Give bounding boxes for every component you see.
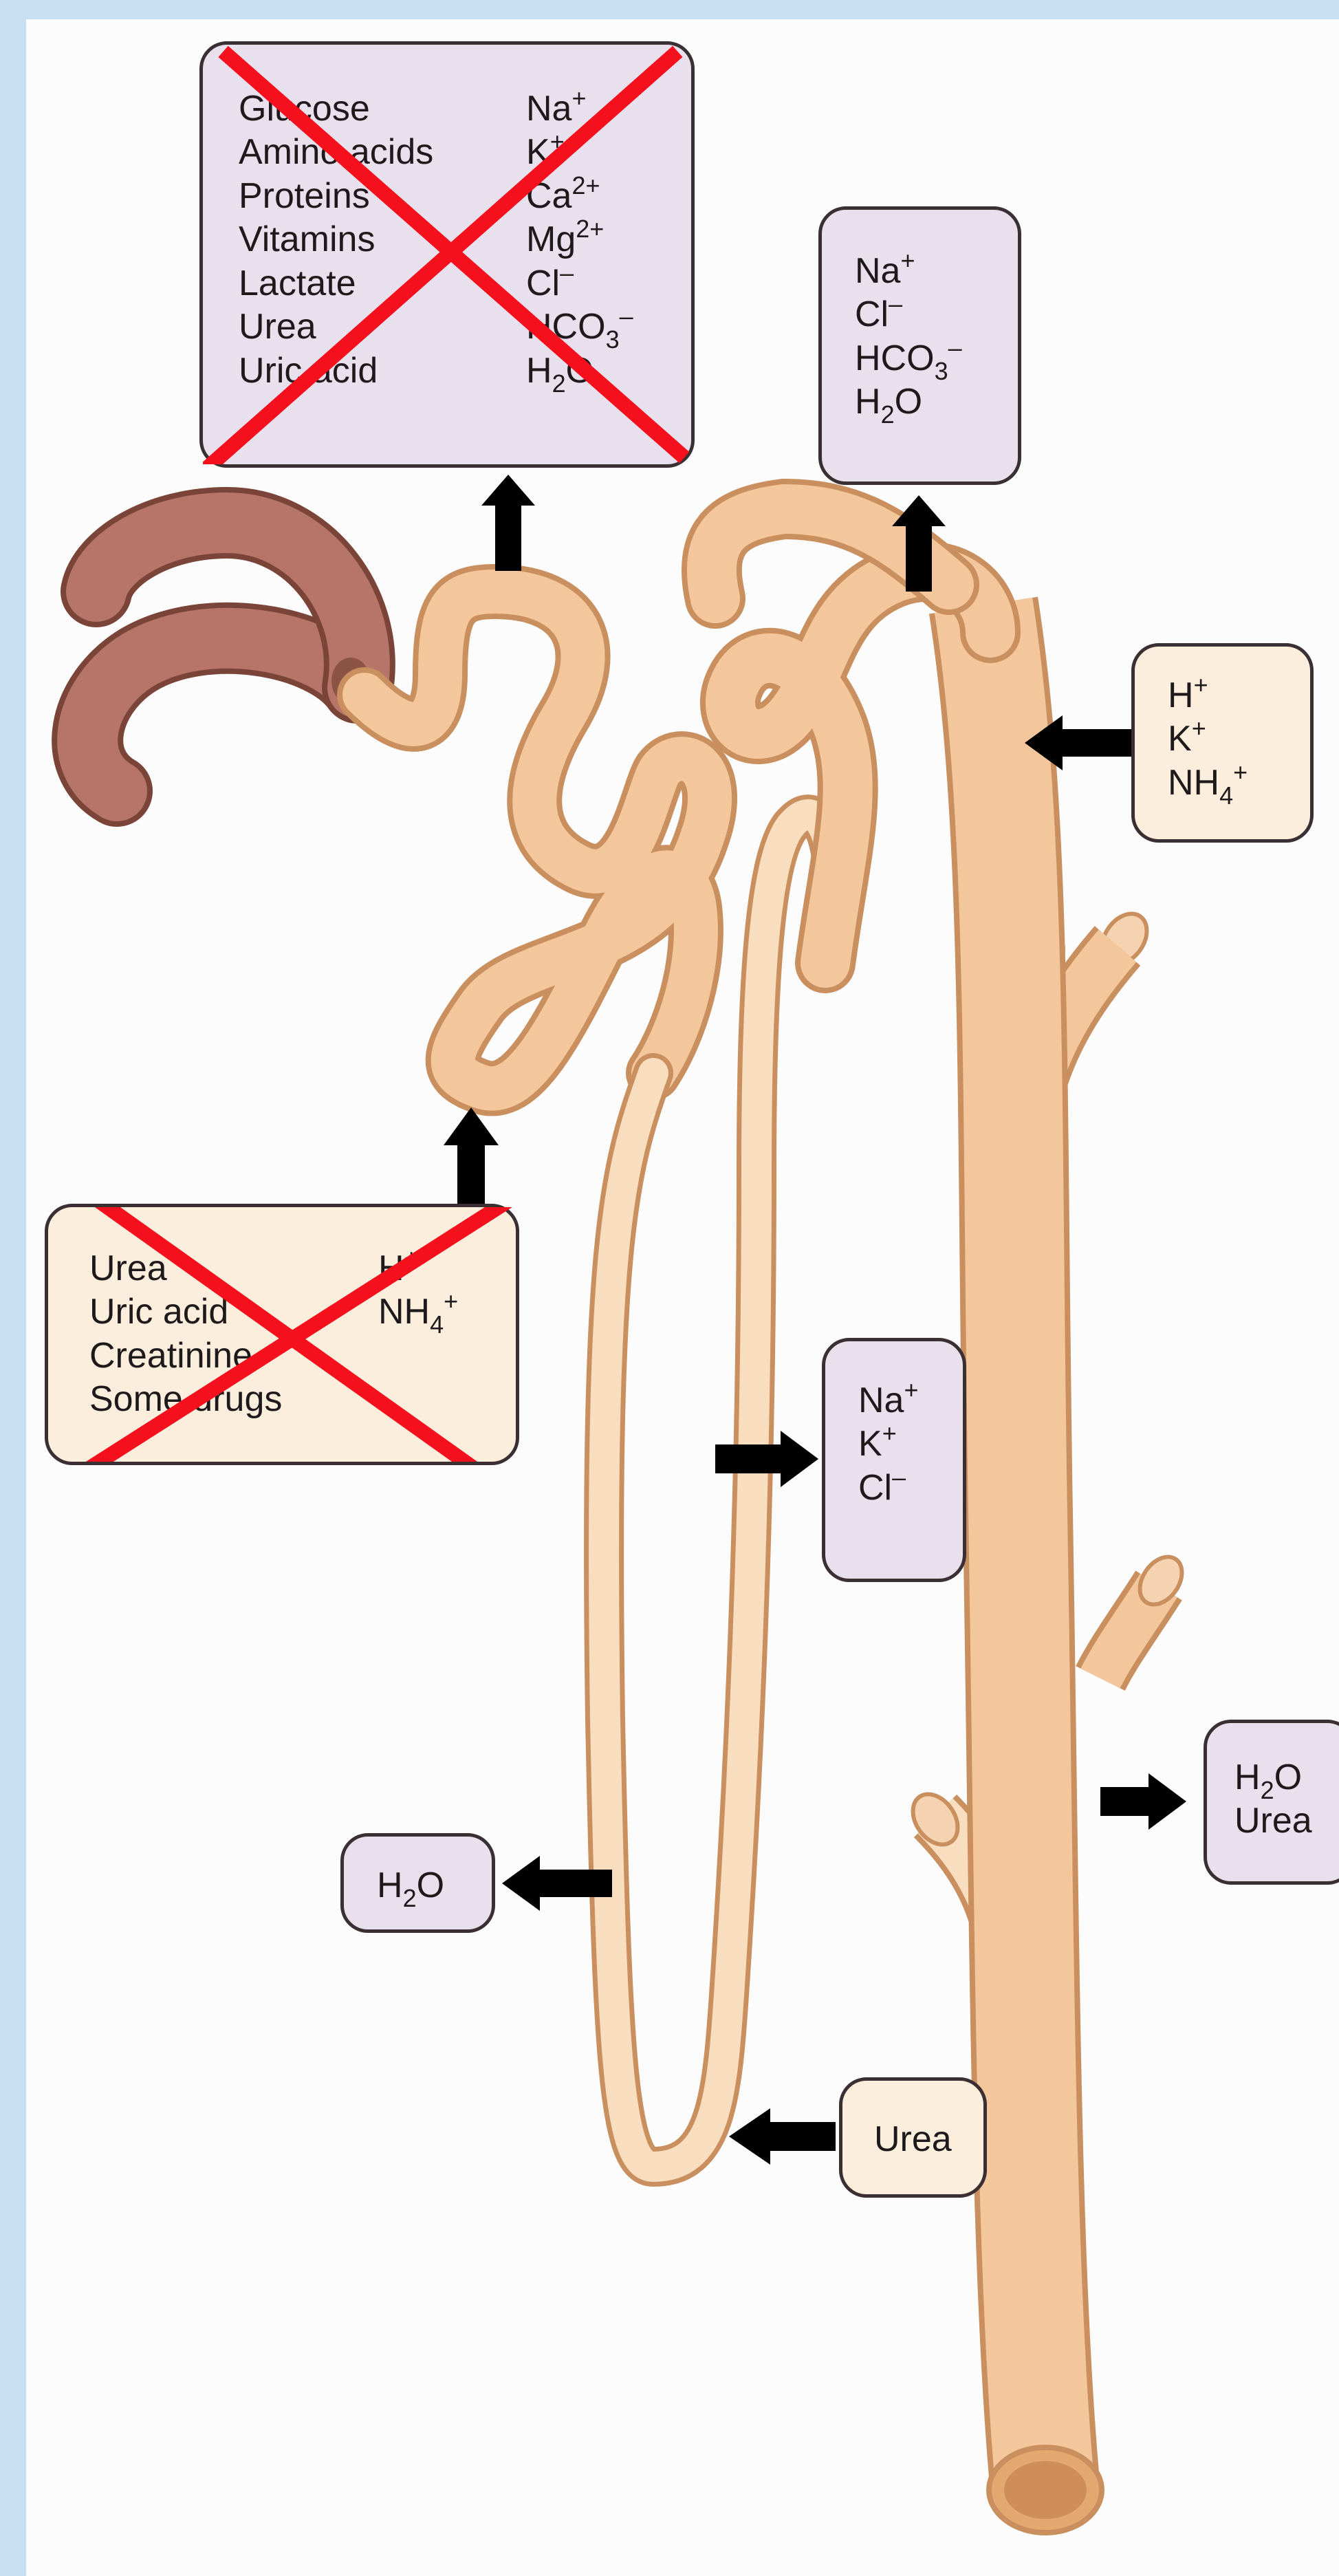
ion-k: K+ <box>1168 717 1248 761</box>
thin-descending-h2o-box: H2O <box>340 1833 495 1933</box>
molecule-h2o: H2O <box>855 380 962 424</box>
item-uric-acid: Uric acid <box>89 1290 282 1334</box>
item-urea: Urea <box>239 305 433 349</box>
dct-reabsorbed-box: Na+ Cl– HCO3– H2O <box>818 206 1021 485</box>
ion-hco3: HCO3– <box>855 337 962 380</box>
item-urea: Urea <box>874 2118 952 2161</box>
item-some-drugs: Some drugs <box>89 1378 282 1421</box>
item-glucose: Glucose <box>239 87 433 131</box>
pct-reabsorbed-col1: Glucose Amino acids Proteins Vitamins La… <box>239 87 433 393</box>
ion-nh4: NH4+ <box>1168 761 1248 805</box>
item-urea: Urea <box>1234 1799 1312 1843</box>
item-proteins: Proteins <box>239 175 433 218</box>
molecule-h2o: H2O <box>377 1864 444 1907</box>
ion-k: K+ <box>526 131 633 174</box>
ion-ca: Ca2+ <box>526 175 633 218</box>
ion-na: Na+ <box>855 250 962 293</box>
item-lactate: Lactate <box>239 262 433 305</box>
ion-k: K+ <box>858 1422 919 1466</box>
pct-secreted-box: Urea Uric acid Creatinine Some drugs H+ … <box>45 1204 519 1465</box>
item-creatinine: Creatinine <box>89 1334 282 1378</box>
item-uric-acid: Uric acid <box>239 349 433 393</box>
thick-ascending-box: Na+ K+ Cl– <box>822 1338 966 1582</box>
ion-mg: Mg2+ <box>526 218 633 261</box>
item-urea: Urea <box>89 1247 282 1290</box>
ion-na: Na+ <box>526 87 633 131</box>
ion-h: H+ <box>378 1247 458 1290</box>
urea-recycle-box: Urea <box>839 2077 987 2198</box>
dct-secreted-box: H+ K+ NH4+ <box>1131 643 1314 843</box>
ion-cl: Cl– <box>858 1466 919 1510</box>
molecule-h2o: H2O <box>526 349 633 393</box>
collecting-duct-box: H2O Urea <box>1204 1720 1339 1885</box>
item-vitamins: Vitamins <box>239 218 433 261</box>
molecule-h2o: H2O <box>1234 1756 1312 1799</box>
ion-na: Na+ <box>858 1379 919 1422</box>
ion-cl: Cl– <box>526 262 633 305</box>
pct-reabsorbed-col2: Na+ K+ Ca2+ Mg2+ Cl– HCO3– H2O <box>526 87 633 393</box>
ion-nh4: NH4+ <box>378 1290 458 1334</box>
ion-h: H+ <box>1168 674 1248 717</box>
pct-reabsorbed-box: Glucose Amino acids Proteins Vitamins La… <box>199 41 695 468</box>
ion-hco3: HCO3– <box>526 305 633 349</box>
item-amino-acids: Amino acids <box>239 131 433 174</box>
ion-cl: Cl– <box>855 293 962 336</box>
